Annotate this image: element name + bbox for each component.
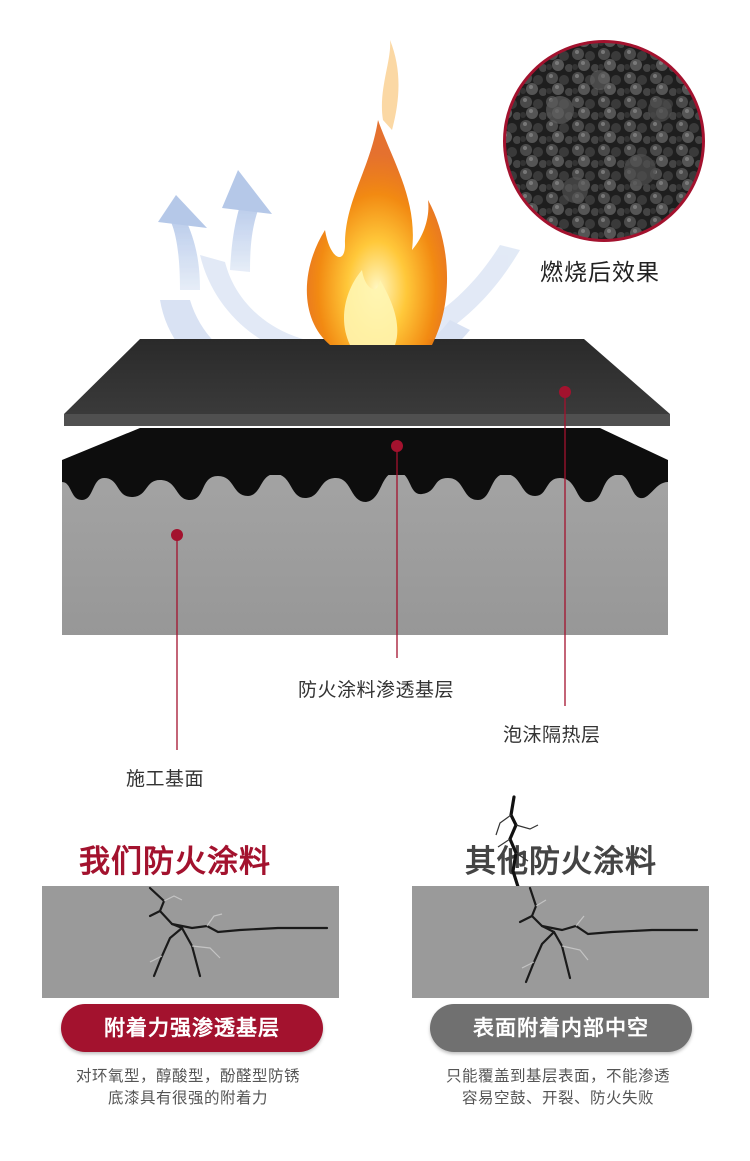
burn-result-image <box>503 40 705 242</box>
others-badge: 表面附着内部中空 <box>430 1004 692 1052</box>
surface-crack-icon <box>518 886 699 984</box>
layer-diagram <box>62 40 705 750</box>
pointer-foam <box>559 386 571 706</box>
ours-badge: 附着力强渗透基层 <box>61 1004 323 1052</box>
penetration-layer-label: 防火涂料渗透基层 <box>298 679 455 701</box>
others-title: 其他防火涂料 <box>465 844 657 880</box>
ours-crack-panel <box>42 886 339 998</box>
foam-layer-label: 泡沫隔热层 <box>503 724 601 746</box>
ours-description: 对环氧型，醇酸型，酚醛型防锈 底漆具有很强的附着力 <box>34 1065 342 1109</box>
ours-desc-line-1: 对环氧型，醇酸型，酚醛型防锈 <box>75 1067 300 1085</box>
others-desc-line-2: 容易空鼓、开裂、防火失败 <box>461 1089 654 1107</box>
ours-desc-line-2: 底漆具有很强的附着力 <box>107 1089 268 1107</box>
others-description: 只能覆盖到基层表面，不能渗透 容易空鼓、开裂、防火失败 <box>404 1065 712 1109</box>
burn-result-label: 燃烧后效果 <box>540 260 660 286</box>
ours-title: 我们防火涂料 <box>79 844 271 880</box>
pointer-penetration <box>391 440 403 658</box>
others-crack-panel <box>412 886 709 998</box>
surface-crack-icon <box>148 886 329 978</box>
pointer-base <box>171 529 183 750</box>
deep-crack-icon <box>495 795 539 895</box>
penetration-layer <box>62 428 668 635</box>
others-desc-line-1: 只能覆盖到基层表面，不能渗透 <box>445 1067 670 1085</box>
fire-image <box>306 40 448 345</box>
base-surface-label: 施工基面 <box>126 768 205 790</box>
foam-layer-slab <box>64 339 670 426</box>
